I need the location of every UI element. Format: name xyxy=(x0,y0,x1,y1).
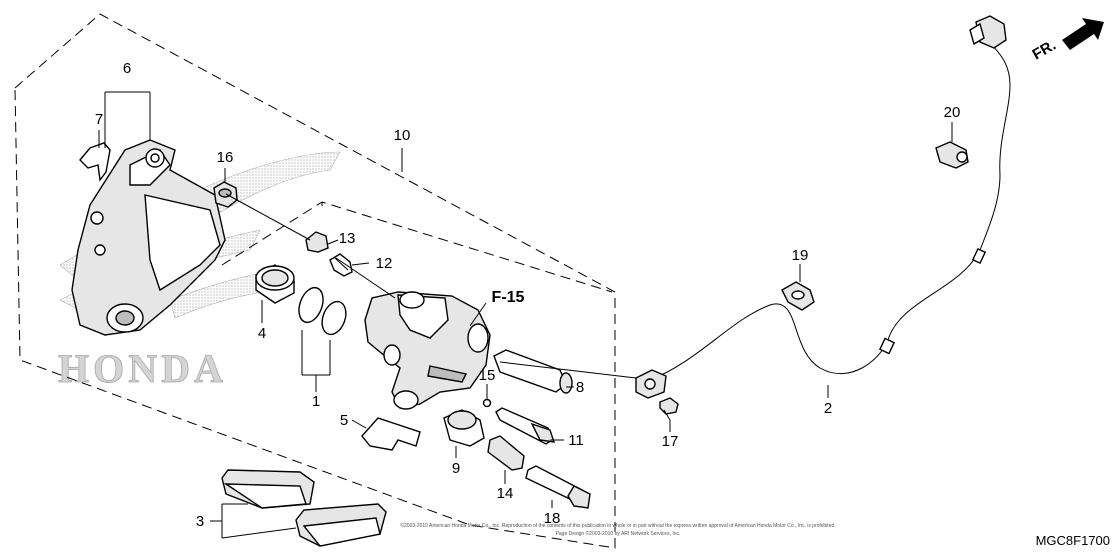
slide-pin-8 xyxy=(493,349,573,394)
copyright-line-1: ©2003-2010 American Honda Motor Co., Inc… xyxy=(400,522,835,529)
callout-15: 15 xyxy=(479,367,496,384)
callout-13: 13 xyxy=(339,230,356,247)
leader-lines xyxy=(98,91,953,539)
callout-3: 3 xyxy=(196,513,204,530)
callout-11: 11 xyxy=(568,432,584,449)
o-ring-15 xyxy=(482,398,492,408)
callout-14: 14 xyxy=(497,485,514,502)
caliper-piston xyxy=(255,264,295,304)
callout-numbers: 6 7 16 10 4 1 13 12 F-15 15 8 11 5 9 14 … xyxy=(95,60,961,530)
front-direction-arrow: FR. xyxy=(1030,18,1104,64)
front-indicator-text: FR. xyxy=(1030,37,1059,64)
callout-17: 17 xyxy=(662,433,679,450)
callout-20: 20 xyxy=(944,104,961,121)
slide-pin-11 xyxy=(495,407,556,445)
wheel-speed-sensor-harness xyxy=(635,15,1011,399)
pad-retainer-clip xyxy=(79,142,111,182)
callout-18: 18 xyxy=(544,510,561,527)
callout-2: 2 xyxy=(824,400,832,417)
callout-1: 1 xyxy=(312,393,320,410)
reference-label-f15: F-15 xyxy=(492,289,525,306)
copyright-line-2: Page Design ©2003-2010 by ARI Network Se… xyxy=(556,530,681,537)
figure-code: MGC8F1700 xyxy=(1036,533,1110,548)
pad-spring xyxy=(361,417,421,451)
sleeve-14 xyxy=(487,435,525,471)
wire-clip-19 xyxy=(781,281,815,311)
bleeder-valve xyxy=(329,253,353,277)
bleeder-cap xyxy=(305,231,329,253)
callout-7: 7 xyxy=(95,111,103,128)
brake-pad-set xyxy=(221,469,387,547)
callout-4: 4 xyxy=(258,325,266,342)
callout-8: 8 xyxy=(576,379,584,396)
caliper-bolt xyxy=(525,465,591,509)
callout-6: 6 xyxy=(123,60,131,77)
honda-watermark-text: HONDA xyxy=(58,346,227,391)
caliper-body xyxy=(364,291,491,410)
callout-12: 12 xyxy=(376,255,393,272)
sensor-clamp-20 xyxy=(935,141,969,169)
callout-5: 5 xyxy=(340,412,348,429)
piston-seal-set xyxy=(298,286,347,336)
callout-16: 16 xyxy=(217,149,234,166)
callout-9: 9 xyxy=(452,460,460,477)
assembly-outline-10 xyxy=(14,13,616,549)
pin-boot-9 xyxy=(443,409,485,447)
callout-10: 10 xyxy=(394,127,411,144)
callout-19: 19 xyxy=(792,247,809,264)
caliper-bracket xyxy=(71,139,226,336)
sensor-bolt-17 xyxy=(659,397,679,421)
